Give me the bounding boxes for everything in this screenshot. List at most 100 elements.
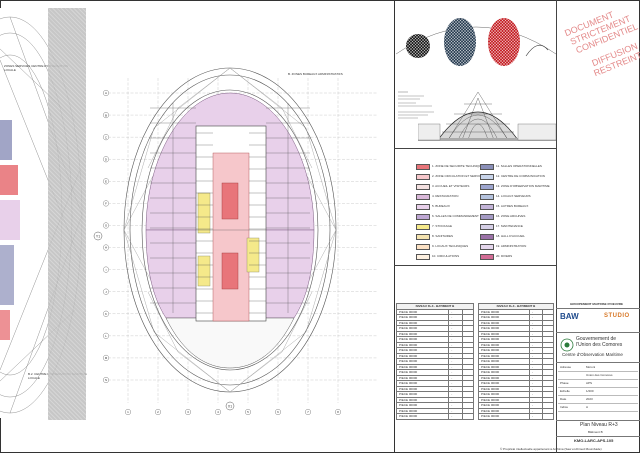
client-line-2: l'Union des Comores <box>576 342 623 348</box>
table-cell: - <box>448 363 463 370</box>
legend-swatch <box>480 194 494 200</box>
table-row: PIECE 00000- <box>478 352 555 359</box>
table-row: PIECE 00000- <box>395 314 475 321</box>
table-cell: - <box>448 336 463 343</box>
legend-swatch <box>480 224 494 230</box>
sheet-divider <box>394 0 395 453</box>
grid-row-bubble <box>102 244 109 251</box>
table-cell: - <box>448 374 463 381</box>
legend-swatch <box>416 224 430 230</box>
legend-swatch <box>480 254 494 260</box>
titleblock-key: Adresse <box>560 365 572 369</box>
table-row: PIECE 00000- <box>478 402 555 409</box>
legend-label: 11. SALLES OPERATIONNELLES <box>496 164 542 168</box>
table-cell: - <box>528 347 543 354</box>
table-cell: - <box>528 308 543 315</box>
grid-row-bubble <box>102 200 109 207</box>
legend-label: 14. LOCAUX SERVEURS <box>496 194 531 198</box>
grid-col-bubble <box>125 409 132 416</box>
legend-label: 4. RESTAURATION <box>432 194 459 198</box>
marker-x1-circle <box>225 401 235 411</box>
table-cell <box>461 336 475 343</box>
table-cell <box>541 358 555 365</box>
grid-row-bubble <box>102 354 109 361</box>
table-cell: - <box>448 391 463 398</box>
title-block: GROUPEMENT MAITRISE D'OEUVRE BAW STUDIO … <box>556 300 640 453</box>
zone-top-label: B. ZONES BUREAUX ADMINISTRATIFS <box>288 72 343 76</box>
grid-col-label: 8 <box>337 410 339 414</box>
table-row: PIECE 00000- <box>395 385 475 392</box>
grid-row-label: L <box>105 334 107 338</box>
table-cell: - <box>448 319 463 326</box>
legend-label: 8. SANITAIRES <box>432 234 453 238</box>
titleblock-key: Date <box>560 397 567 401</box>
table-row: PIECE 00000- <box>478 385 555 392</box>
grid-row-bubble <box>102 310 109 317</box>
firm-logos: BAW STUDIO <box>558 310 638 324</box>
table-row: PIECE 00000- <box>395 330 475 337</box>
grid-col-label: 4 <box>217 410 219 414</box>
table-cell <box>461 358 475 365</box>
grid-row-bubble <box>102 222 109 229</box>
legend-label: 9. LOCAUX TECHNIQUES <box>432 244 469 248</box>
table-cell: - <box>448 330 463 337</box>
plan-title: Plan Niveau R+3 <box>580 422 618 428</box>
titleblock-key: Indice <box>560 405 569 409</box>
legend-swatch <box>480 214 494 220</box>
table-cell: - <box>528 396 543 403</box>
section-render <box>417 84 557 146</box>
legend-swatch <box>480 204 494 210</box>
table-row: PIECE 00000- <box>395 369 475 376</box>
grid-row-label: K <box>105 312 107 316</box>
titleblock-value: 2023 <box>586 397 593 401</box>
table-cell <box>541 363 555 370</box>
titleblock-row: Date 2023 <box>558 396 638 404</box>
table-cell <box>461 380 475 387</box>
table-cell: - <box>528 413 543 420</box>
table-row: PIECE 00000- <box>478 413 555 420</box>
firm-logo-right: STUDIO <box>604 313 630 319</box>
legend-swatch <box>416 254 430 260</box>
table-cell: - <box>528 314 543 321</box>
legend-label: 20. DIVERS <box>496 254 513 258</box>
project-name: Centre d'Observation Maritime <box>562 352 623 357</box>
marker-y1-circle <box>93 231 103 241</box>
grid-col-bubble <box>334 409 341 416</box>
table-cell: - <box>448 352 463 359</box>
tb-sep-1 <box>556 308 640 309</box>
table-row: PIECE 00000- <box>395 336 475 343</box>
titleblock-value: Union des Comores <box>586 373 613 377</box>
table-row: PIECE 00000- <box>395 363 475 370</box>
grid-row-bubble <box>102 266 109 273</box>
grid-col-label: 1 <box>127 410 129 414</box>
legend-label: 2. ZONE CIRCULATION ET SERVICE <box>432 174 484 178</box>
grid-row-label: F <box>105 202 107 206</box>
titleblock-key: Phase <box>560 381 569 385</box>
titleblock-row: Union des Comores <box>558 372 638 380</box>
legend-swatch <box>416 174 430 180</box>
table-cell: - <box>528 341 543 348</box>
legend-label: 6. SALLES DE COMMANDEMENT <box>432 214 479 218</box>
table-row: PIECE 00000- <box>478 358 555 365</box>
grid-row-label: B <box>105 113 107 117</box>
legend-swatch <box>416 164 430 170</box>
grid-row-bubble <box>102 288 109 295</box>
table-cell <box>541 391 555 398</box>
table-row: PIECE 00000- <box>395 347 475 354</box>
grid-col-label: 2 <box>157 410 159 414</box>
table-row: PIECE 00000- <box>478 347 555 354</box>
table-row: PIECE 00000- <box>478 341 555 348</box>
batiment: Bâtiment B <box>588 430 603 434</box>
table-cell <box>541 396 555 403</box>
table-cell <box>461 391 475 398</box>
table-cell <box>541 352 555 359</box>
legend-label: 10. CIRCULATIONS <box>432 254 460 258</box>
tb-sep-4 <box>556 420 640 421</box>
table-cell <box>541 407 555 414</box>
table-cell: - <box>528 385 543 392</box>
table-cell <box>461 325 475 332</box>
